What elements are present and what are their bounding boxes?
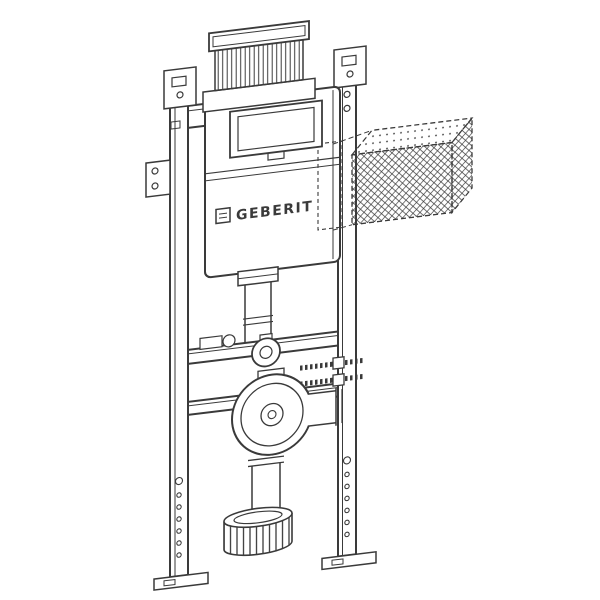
drain-pipe xyxy=(248,454,284,519)
threaded-rod xyxy=(300,373,364,387)
drain-elbow xyxy=(231,373,343,456)
sound-insulation-block xyxy=(332,116,474,231)
foot-plate-right xyxy=(321,550,377,571)
drawing-root: GEBERIT xyxy=(145,20,474,591)
rod-nut xyxy=(332,356,345,370)
inspection-opening xyxy=(229,99,323,161)
rod-nut xyxy=(332,373,345,387)
threaded-rod xyxy=(300,357,364,371)
block-front-face xyxy=(351,141,453,226)
collar-rim xyxy=(223,506,293,529)
drain-collar xyxy=(223,506,293,557)
flush-bend-holder xyxy=(251,332,281,368)
hidden-recess-outline xyxy=(317,140,343,231)
height-adjustment-holes xyxy=(174,456,352,558)
exploded-leader-line xyxy=(332,224,353,231)
wall-bracket-right xyxy=(333,45,367,89)
water-supply-fitting xyxy=(199,334,236,351)
flush-pipe xyxy=(237,266,279,344)
rail-bolts-right xyxy=(343,90,351,113)
wall-bracket-left xyxy=(163,66,197,110)
protection-box-lid xyxy=(208,20,310,53)
flush-plate-protection-box xyxy=(208,20,310,92)
exploded-leader-line xyxy=(332,129,373,145)
outlet-connector xyxy=(308,387,343,427)
side-fixing-bracket xyxy=(145,159,171,198)
opening-tab xyxy=(267,150,285,161)
foot-plate-left xyxy=(153,571,209,591)
wc-threaded-rods xyxy=(300,356,364,387)
logo-mark-icon xyxy=(215,206,231,225)
